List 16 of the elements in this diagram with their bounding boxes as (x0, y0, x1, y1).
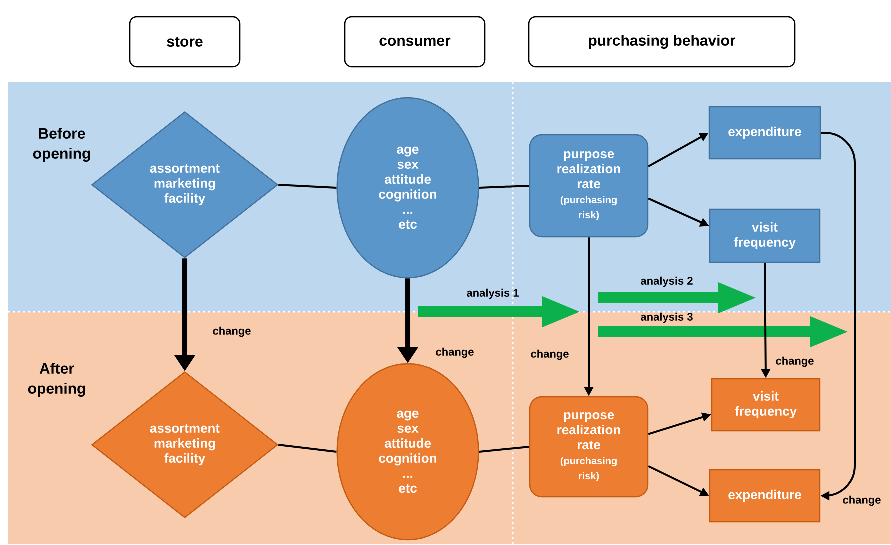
column-header: consumer (344, 16, 486, 68)
edge-label: change (842, 494, 882, 508)
process-box: expenditure (708, 106, 822, 160)
ellipse-node: age sex attitude cognition ... etc (336, 97, 480, 279)
column-header: store (129, 16, 241, 68)
arrow-label: analysis 3 (641, 312, 693, 324)
process-box: visit frequency (709, 208, 821, 264)
arrow-label: analysis 1 (467, 288, 519, 300)
edge-label: change (774, 356, 816, 368)
column-header: purchasing behavior (528, 16, 796, 68)
rounded-box: purpose realization rate (purchasing risk) (529, 134, 649, 238)
process-box: expenditure (709, 469, 821, 523)
rounded-box: purpose realization rate (purchasing risk) (529, 396, 649, 498)
ellipse-node: age sex attitude cognition ... etc (336, 363, 480, 541)
arrow-label: analysis 2 (641, 276, 693, 288)
process-box: visit frequency (711, 378, 821, 432)
